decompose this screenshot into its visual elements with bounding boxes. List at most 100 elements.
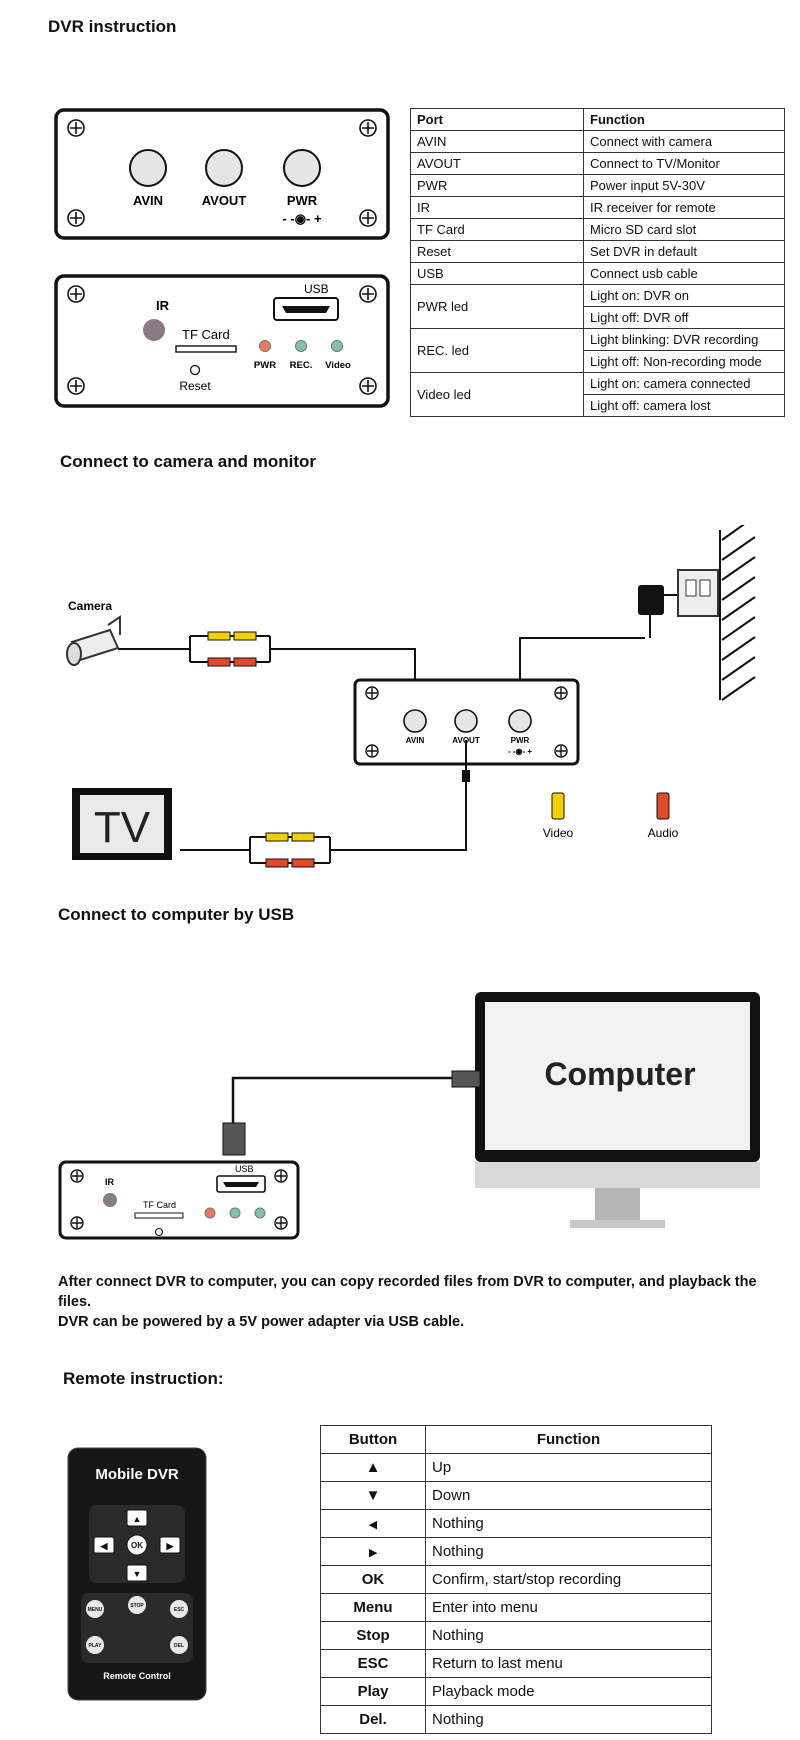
remote-down-label: ▼ — [133, 1569, 142, 1579]
port-cell: AVIN — [410, 130, 584, 153]
function-cell: Up — [425, 1453, 712, 1482]
remote-play-key — [86, 1636, 104, 1654]
remote-esc-label: ESC — [174, 1607, 185, 1613]
function-line: Light on: camera connected — [590, 376, 751, 391]
button-cell: Play — [320, 1677, 426, 1706]
table-row: USB Connect usb cable — [410, 262, 785, 285]
remote-footer: Remote Control — [103, 1671, 171, 1681]
usb-label: USB — [304, 282, 329, 296]
camera-label: Camera — [68, 599, 112, 613]
diagram-pwr-polarity: - -◉- + — [508, 747, 532, 756]
function-line: Set DVR in default — [590, 244, 697, 259]
function-column-header: Function — [583, 108, 785, 131]
function-cell: Return to last menu — [425, 1649, 712, 1678]
function-line: IR receiver for remote — [590, 200, 716, 215]
usb-note-line: DVR can be powered by a 5V power adapter… — [58, 1314, 465, 1330]
pwr-led — [259, 340, 271, 352]
tv-label: TV — [94, 803, 151, 852]
computer-label: Computer — [544, 1056, 695, 1092]
button-cell: OK — [320, 1565, 426, 1594]
function-column-header: Function — [425, 1425, 712, 1454]
function-line: Light off: camera lost — [584, 394, 784, 416]
function-cell: Connect to TV/Monitor — [583, 152, 785, 175]
tf-card-label: TF Card — [182, 327, 230, 342]
remote-play-label: PLAY — [89, 1643, 103, 1649]
table-row: ▼Down — [320, 1481, 712, 1510]
table-row: ▲Up — [320, 1453, 712, 1482]
port-cell: REC. led — [410, 328, 584, 373]
function-cell: IR receiver for remote — [583, 196, 785, 219]
function-line: Connect to TV/Monitor — [590, 156, 720, 171]
heading-remote-instruction: Remote instruction: — [63, 1369, 224, 1388]
avout-label: AVOUT — [202, 193, 247, 208]
ir-receiver — [143, 319, 165, 341]
table-row: IR IR receiver for remote — [410, 196, 785, 219]
button-cell: ▲ — [320, 1453, 426, 1482]
function-line: Light on: DVR on — [590, 288, 690, 303]
audio-legend-label: Audio — [648, 826, 679, 840]
remote-up-key — [126, 1509, 148, 1527]
port-cell: TF Card — [410, 218, 584, 241]
function-line: Connect usb cable — [590, 266, 698, 281]
remote-button-table: Button Function ▲Up▼Down◂Nothing▸Nothing… — [320, 1425, 712, 1734]
pwr-port — [283, 149, 321, 187]
heading-connect-computer: Connect to computer by USB — [58, 905, 295, 924]
remote-del-label: DEL — [174, 1643, 184, 1649]
table-row: ◂Nothing — [320, 1509, 712, 1538]
function-cell: Nothing — [425, 1509, 712, 1538]
function-cell: Playback mode — [425, 1677, 712, 1706]
camera-monitor-diagram: Camera AVIN AVOUT PWR - -◉- + — [66, 525, 756, 868]
usb-diagram-tf-label: TF Card — [143, 1200, 176, 1210]
video-led — [331, 340, 343, 352]
ir-label: IR — [156, 298, 170, 313]
function-cell: Set DVR in default — [583, 240, 785, 263]
button-cell: Menu — [320, 1593, 426, 1622]
video-legend-label: Video — [543, 826, 574, 840]
function-cell: Nothing — [425, 1705, 712, 1734]
table-header-row: Port Function — [410, 108, 785, 131]
remote-esc-key — [170, 1600, 188, 1618]
remote-menu-label: MENU — [88, 1607, 103, 1613]
function-line: Micro SD card slot — [590, 222, 697, 237]
remote-left-label: ◀ — [100, 1541, 109, 1551]
function-line: Power input 5V-30V — [590, 178, 705, 193]
remote-right-label: ▶ — [166, 1541, 175, 1551]
port-cell: PWR led — [410, 284, 584, 329]
button-cell: ▸ — [320, 1537, 426, 1566]
port-cell: Reset — [410, 240, 584, 263]
camera-icon — [66, 615, 121, 666]
table-row: PWR led Light on: DVR on Light off: DVR of… — [410, 284, 785, 329]
heading-connect-camera-monitor: Connect to camera and monitor — [60, 452, 316, 471]
function-line: Light off: DVR off — [584, 306, 784, 328]
port-cell: AVOUT — [410, 152, 584, 175]
tf-card-slot — [175, 345, 237, 353]
remote-up-label: ▲ — [133, 1514, 142, 1524]
dvr-usb-diagram-body — [58, 1160, 300, 1240]
diagram-avin-label: AVIN — [406, 736, 425, 745]
usb-plug-icon — [451, 1070, 481, 1088]
function-cell: Nothing — [425, 1537, 712, 1566]
screw-icon — [67, 119, 377, 227]
wall-outlet-icon — [677, 569, 719, 617]
reset-label: Reset — [179, 379, 211, 393]
video-led-label: Video — [325, 360, 351, 371]
port-cell: IR — [410, 196, 584, 219]
table-row: Reset Set DVR in default — [410, 240, 785, 263]
power-adapter-icon — [638, 585, 664, 615]
function-cell: Power input 5V-30V — [583, 174, 785, 197]
port-cell: USB — [410, 262, 584, 285]
function-cell: Micro SD card slot — [583, 218, 785, 241]
diagram-pwr-label: PWR — [511, 736, 530, 745]
heading-dvr-instruction: DVR instruction — [48, 17, 177, 36]
remote-stop-label: STOP — [130, 1603, 144, 1609]
function-cell: Enter into menu — [425, 1593, 712, 1622]
table-header-row: Button Function — [320, 1425, 712, 1454]
function-line: Connect with camera — [590, 134, 713, 149]
remote-del-key — [170, 1636, 188, 1654]
